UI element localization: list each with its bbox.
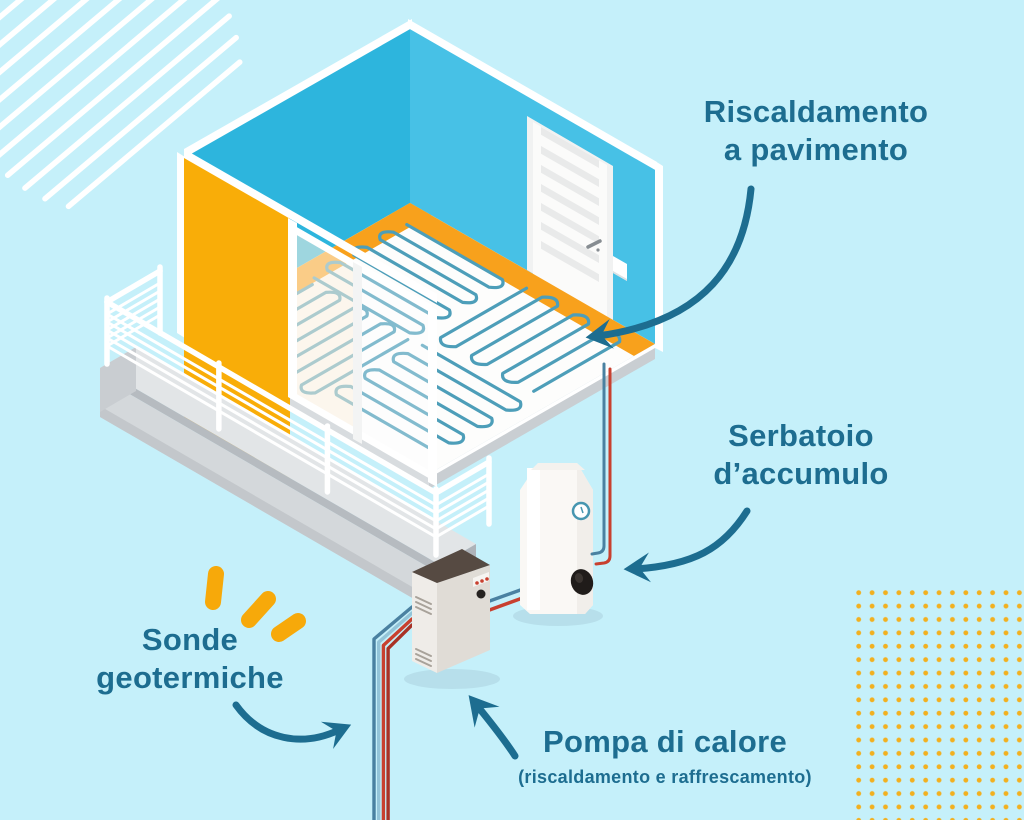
label-heat-pump: Pompa di calore (riscaldamento e raffres…	[480, 723, 850, 789]
dots-pattern-decoration	[852, 586, 1024, 820]
label-heat-pump-title: Pompa di calore	[543, 724, 787, 759]
heat-pump	[404, 549, 500, 689]
label-storage-tank-line1: Serbatoio	[728, 418, 874, 453]
diagonal-stripes-decoration	[0, 0, 243, 210]
door-handle	[586, 239, 602, 249]
label-floor-heating-line1: Riscaldamento	[703, 94, 929, 129]
facade	[184, 149, 437, 487]
pump-vents	[415, 596, 432, 667]
arrow-geo-probes	[232, 701, 358, 750]
label-geo-probes: Sonde geotermiche	[28, 621, 352, 697]
label-storage-tank: Serbatoio d’accumulo	[648, 417, 954, 493]
label-heat-pump-subtitle: (riscaldamento e raffrescamento)	[518, 767, 812, 787]
label-geo-probes-line1: Sonde	[141, 622, 239, 657]
label-floor-heating-line2: a pavimento	[723, 132, 909, 167]
arrow-storage-tank	[622, 507, 751, 585]
arrow-floor-heating	[583, 185, 755, 353]
interior-door	[527, 116, 627, 320]
tank-gauge	[571, 501, 591, 521]
storage-tank	[513, 463, 603, 626]
arrow-heat-pump	[456, 684, 519, 760]
accent-dashes	[205, 566, 306, 642]
door-panels	[541, 127, 599, 282]
balcony-railing	[104, 264, 492, 558]
label-storage-tank-line2: d’accumulo	[713, 456, 889, 491]
glass-pane-right	[362, 272, 428, 473]
glass-pane-left	[297, 234, 353, 427]
floor-tank-pipes	[590, 362, 612, 566]
geothermal-ground-pipes	[372, 605, 414, 820]
balcony	[100, 264, 492, 614]
label-geo-probes-line2: geotermiche	[96, 660, 284, 695]
pump-knob	[476, 589, 486, 599]
label-floor-heating: Riscaldamento a pavimento	[648, 93, 984, 169]
